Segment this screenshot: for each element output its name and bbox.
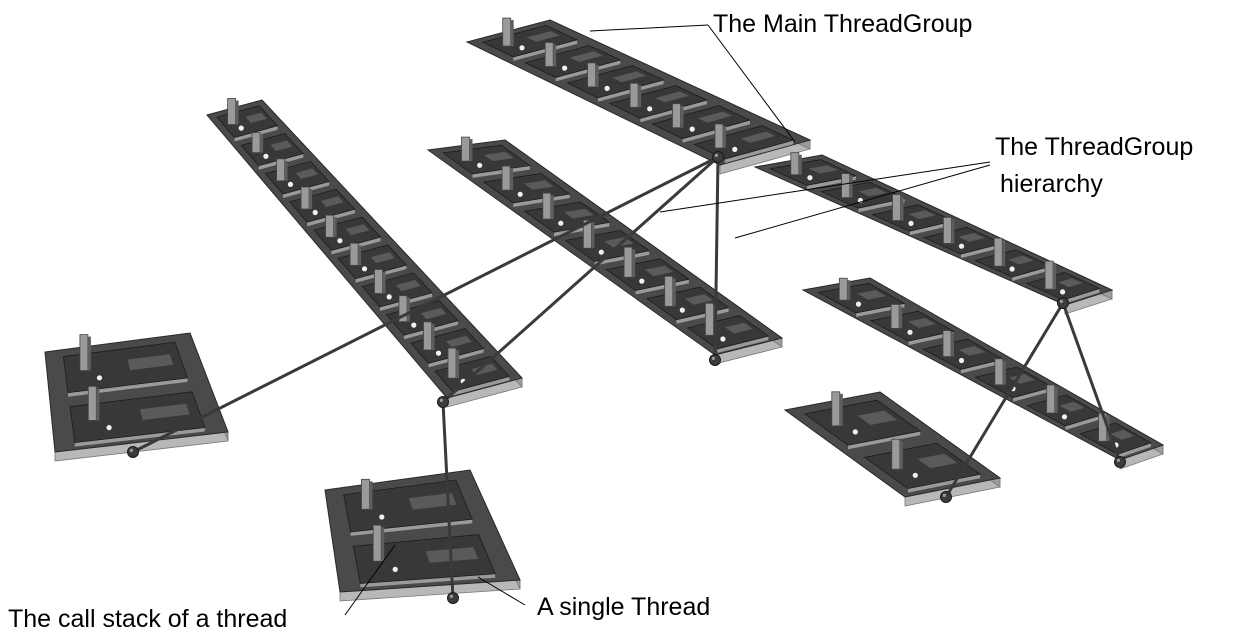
connector-main-leftBig bbox=[442, 155, 719, 404]
single-thread-label: A single Thread bbox=[537, 593, 710, 621]
threadgroup-platform-left-big bbox=[206, 98, 523, 408]
call-stack-pillar bbox=[227, 98, 237, 125]
call-stack-pillar bbox=[890, 303, 900, 329]
thread-mid-7 bbox=[686, 302, 770, 353]
call-stack-pillar bbox=[672, 103, 681, 129]
main-threadgroup-label: The Main ThreadGroup bbox=[713, 10, 972, 38]
threadgroup-platform-right-top bbox=[753, 152, 1114, 315]
call-stack-pillar bbox=[372, 524, 382, 562]
call-stack-pillar bbox=[300, 186, 310, 210]
thread-right-top-6 bbox=[1025, 260, 1101, 304]
joint-rightLow bbox=[1114, 456, 1126, 468]
connector-main-mid bbox=[713, 156, 720, 361]
call-stack-pillar bbox=[423, 321, 432, 351]
call-stack-pillar bbox=[361, 478, 370, 510]
connector-rightTop-bottomSmall bbox=[944, 302, 1065, 498]
threadgroup-platform-mid bbox=[426, 136, 784, 365]
leader-line-3 bbox=[659, 161, 991, 213]
leader-line-2 bbox=[707, 24, 796, 143]
call-stack-pillar bbox=[542, 192, 552, 220]
call-stack-pillar bbox=[461, 136, 470, 162]
thread-bottom-small-1 bbox=[803, 391, 922, 450]
call-stack-pillar bbox=[629, 82, 639, 108]
call-stack-pillar bbox=[87, 385, 97, 421]
connector-main-leftSmall bbox=[132, 155, 719, 454]
call-stack-pillar bbox=[831, 391, 841, 427]
call-stack-pillar bbox=[892, 194, 901, 221]
thread-bottom-1 bbox=[343, 478, 473, 536]
threadgroup-platform-left-small bbox=[44, 332, 229, 462]
joint-bottomSmall bbox=[940, 491, 952, 503]
thread-left-small-2 bbox=[69, 385, 206, 447]
call-stack-pillar bbox=[349, 242, 359, 266]
call-stack-pillar bbox=[841, 173, 850, 199]
thread-right-top-1 bbox=[768, 152, 858, 190]
leader-line-5 bbox=[344, 544, 396, 616]
thread-right-top-4 bbox=[922, 216, 1004, 259]
call-stack-pillar bbox=[1044, 260, 1054, 290]
call-stack-pillar bbox=[664, 275, 674, 307]
thread-right-top-5 bbox=[974, 237, 1052, 281]
call-stack-pillar bbox=[374, 269, 383, 294]
connector-rightTop-rightLow bbox=[1061, 302, 1122, 463]
call-stack-pillar bbox=[714, 123, 724, 149]
joint-rightTop bbox=[1057, 297, 1069, 309]
call-stack-pillar bbox=[705, 302, 714, 336]
call-stack-pillar bbox=[447, 347, 457, 379]
call-stack-pillar bbox=[891, 438, 901, 470]
call-stack-pillar bbox=[1046, 384, 1056, 414]
joint-main bbox=[712, 151, 724, 163]
leader-line-1 bbox=[589, 24, 709, 32]
call-stack-pillar bbox=[325, 214, 335, 238]
joint-mid bbox=[709, 354, 721, 366]
call-stack-pillar bbox=[502, 17, 512, 47]
connector-leftBig-bottom bbox=[441, 401, 455, 599]
threadgroup-platform-main bbox=[465, 17, 812, 175]
platforms-layer bbox=[44, 17, 1165, 602]
call-stack-pillar bbox=[994, 358, 1004, 386]
call-stack-pillar bbox=[251, 132, 261, 154]
threadgroup-platform-bottom bbox=[324, 469, 521, 602]
threadgroup-platform-bottom-small bbox=[783, 391, 1002, 507]
hierarchy-connectors bbox=[127, 151, 1126, 604]
leader-line-4 bbox=[734, 164, 991, 239]
call-stack-pillar bbox=[544, 42, 554, 67]
joint-bottom bbox=[447, 592, 459, 604]
thread-bottom-small-2 bbox=[863, 438, 982, 493]
call-stack-pillar bbox=[942, 330, 952, 358]
call-stack-pillar bbox=[838, 277, 848, 301]
leader-line-6 bbox=[477, 576, 526, 606]
call-stack-pillar bbox=[79, 334, 89, 372]
joint-leftSmall bbox=[127, 446, 139, 458]
thread-right-low-1 bbox=[817, 277, 906, 317]
call-stack-pillar bbox=[501, 165, 511, 191]
thread-right-low-2 bbox=[869, 303, 955, 346]
call-stack-pillar bbox=[276, 158, 286, 182]
call-stack-pillar bbox=[943, 216, 952, 244]
thread-right-low-3 bbox=[921, 330, 1005, 374]
call-stack-label: The call stack of a thread bbox=[8, 605, 287, 632]
call-stack-pillar bbox=[623, 246, 633, 278]
joint-leftBig bbox=[437, 396, 449, 408]
threadgroup-hierarchy-label-line2: hierarchy bbox=[1000, 170, 1103, 198]
threadgroup-platform-right-low bbox=[801, 277, 1165, 470]
threadgroup-hierarchy-label-line1: The ThreadGroup bbox=[995, 133, 1193, 161]
call-stack-pillar bbox=[587, 62, 596, 88]
call-stack-pillar bbox=[993, 237, 1003, 267]
call-stack-pillar bbox=[790, 152, 800, 176]
annotation-leader-lines bbox=[344, 24, 991, 616]
